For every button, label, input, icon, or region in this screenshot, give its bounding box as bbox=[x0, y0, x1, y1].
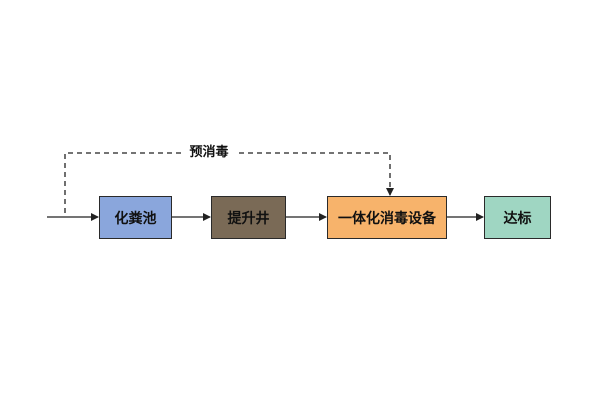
lift-well-label: 提升井 bbox=[227, 210, 270, 227]
disinfection-equipment-label: 一体化消毒设备 bbox=[338, 210, 436, 227]
septic-tank-label: 化粪池 bbox=[114, 210, 157, 227]
pre-disinfection-label: 预消毒 bbox=[183, 143, 235, 163]
disinfection-equipment-node: 一体化消毒设备 bbox=[327, 196, 447, 239]
septic-tank-node: 化粪池 bbox=[99, 196, 172, 239]
lift-well-node: 提升井 bbox=[211, 196, 286, 239]
pre-disinfection-bypass-line bbox=[64, 152, 394, 213]
standard-met-node: 达标 bbox=[484, 196, 551, 239]
standard-met-label: 达标 bbox=[503, 210, 532, 227]
